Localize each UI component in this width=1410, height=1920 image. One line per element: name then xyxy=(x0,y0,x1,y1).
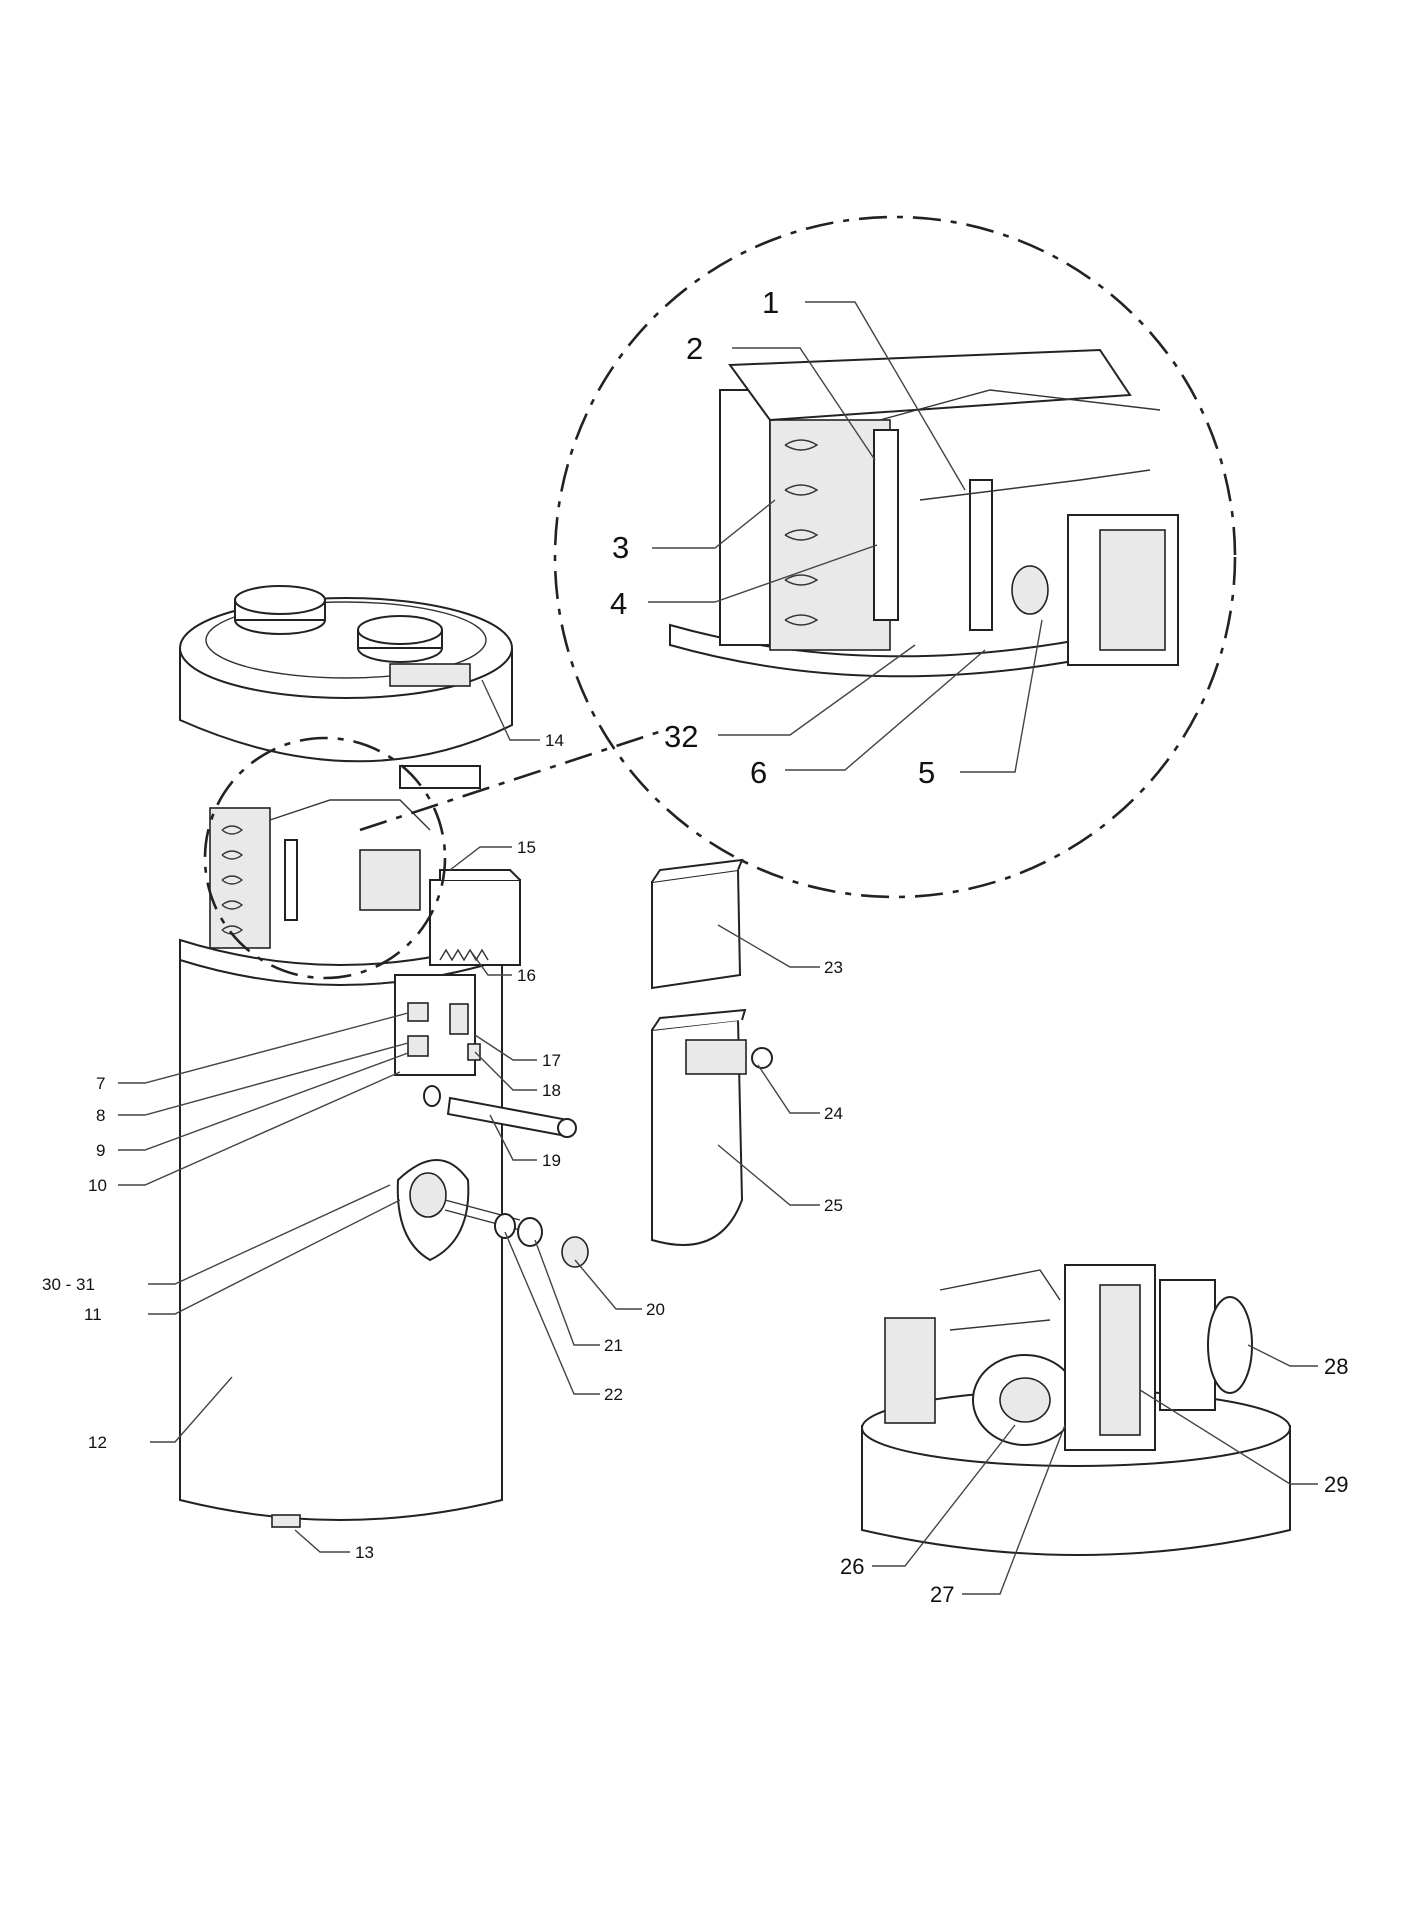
label-5: 5 xyxy=(918,755,935,790)
part-labels: 1 2 3 4 32 6 5 14 15 16 7 8 9 10 17 18 1… xyxy=(42,285,1348,1607)
label-20: 20 xyxy=(646,1300,665,1319)
label-23: 23 xyxy=(824,958,843,977)
label-14: 14 xyxy=(545,731,564,750)
label-18: 18 xyxy=(542,1081,561,1100)
label-28: 28 xyxy=(1324,1354,1348,1379)
anode-rod xyxy=(423,1085,577,1138)
upper-components xyxy=(209,799,521,966)
label-32: 32 xyxy=(664,719,698,754)
label-15: 15 xyxy=(517,838,536,857)
label-6: 6 xyxy=(750,755,767,790)
large-detail-content xyxy=(669,348,1179,678)
label-22: 22 xyxy=(604,1385,623,1404)
heater-flange xyxy=(396,1159,589,1268)
detail-circle-small xyxy=(203,736,447,980)
label-26: 26 xyxy=(840,1554,864,1579)
front-panels xyxy=(651,858,773,1246)
label-3: 3 xyxy=(612,530,629,565)
label-13: 13 xyxy=(355,1543,374,1562)
compressor-assembly xyxy=(861,1264,1291,1556)
label-30-31: 30 - 31 xyxy=(42,1275,95,1294)
label-7: 7 xyxy=(96,1074,105,1093)
label-12: 12 xyxy=(88,1433,107,1452)
detail-circle-large xyxy=(553,215,1237,899)
top-cover xyxy=(179,585,513,789)
label-27: 27 xyxy=(930,1582,954,1607)
label-21: 21 xyxy=(604,1336,623,1355)
tank-body xyxy=(179,938,503,1528)
label-19: 19 xyxy=(542,1151,561,1170)
label-17: 17 xyxy=(542,1051,561,1070)
label-11: 11 xyxy=(84,1305,102,1324)
label-1: 1 xyxy=(762,285,779,320)
label-16: 16 xyxy=(517,966,536,985)
label-24: 24 xyxy=(824,1104,843,1123)
label-4: 4 xyxy=(610,586,627,621)
label-10: 10 xyxy=(88,1176,107,1195)
label-25: 25 xyxy=(824,1196,843,1215)
electrical-plate xyxy=(394,974,481,1076)
label-29: 29 xyxy=(1324,1472,1348,1497)
leader-lines xyxy=(118,301,1318,1595)
label-8: 8 xyxy=(96,1106,105,1125)
label-2: 2 xyxy=(686,331,703,366)
label-9: 9 xyxy=(96,1141,105,1160)
